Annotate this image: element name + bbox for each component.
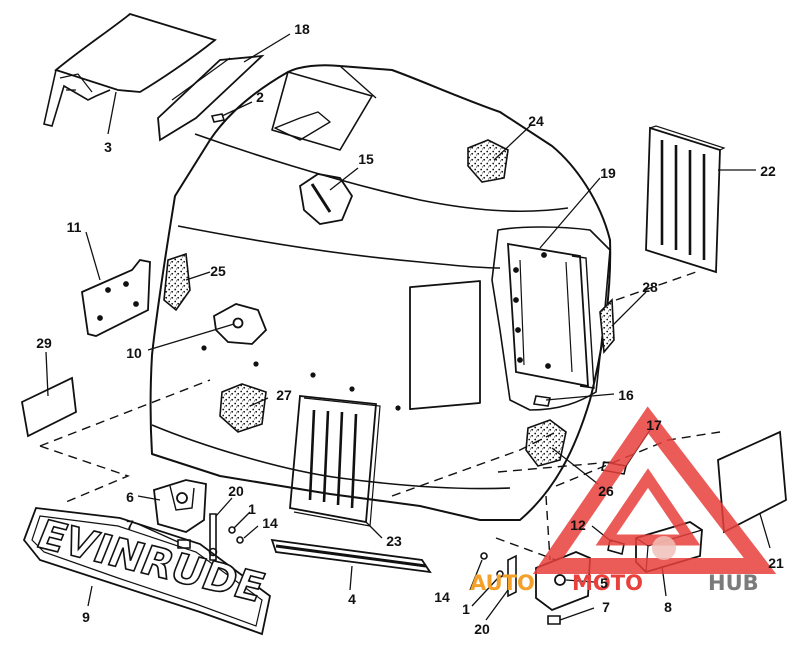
washer-14-right <box>480 552 488 560</box>
top-cap-3 <box>43 13 217 127</box>
watermark-moto: MOTO <box>572 571 643 595</box>
callout-26: 26 <box>598 483 614 499</box>
washer-1-left <box>228 526 236 534</box>
callout-22: 22 <box>760 163 776 179</box>
screw-2 <box>210 113 226 123</box>
callout-20-right: 20 <box>474 621 490 637</box>
decal-29 <box>20 376 77 438</box>
callout-4: 4 <box>348 591 356 607</box>
front-grille-23 <box>289 395 381 527</box>
hex-plate-10 <box>213 303 268 345</box>
callout-18: 18 <box>294 21 310 37</box>
callout-27: 27 <box>276 387 292 403</box>
watermark-triangle <box>532 406 777 574</box>
callout-17: 17 <box>646 417 662 433</box>
callout-8: 8 <box>664 599 672 615</box>
foam-pads <box>163 139 615 467</box>
callout-28: 28 <box>642 279 658 295</box>
callout-16: 16 <box>618 387 634 403</box>
rear-grille-22 <box>645 125 726 274</box>
side-grille-19 <box>507 242 595 389</box>
watermark: AUTO MOTO HUB <box>470 406 777 595</box>
callout-14-left: 14 <box>262 515 278 531</box>
strip-4 <box>270 538 432 574</box>
callout-29: 29 <box>36 335 52 351</box>
insert-18 <box>157 54 265 142</box>
pad-28 <box>599 298 615 354</box>
callout-1-left: 1 <box>248 501 256 517</box>
screw-7-left <box>177 539 191 549</box>
callout-25: 25 <box>210 263 226 279</box>
bracket-5 <box>535 551 591 612</box>
callout-20-left: 20 <box>228 483 244 499</box>
washer-14-left <box>236 536 244 544</box>
callout-6: 6 <box>126 489 134 505</box>
callout-7-left: 7 <box>126 517 134 533</box>
bolt-16 <box>533 395 551 407</box>
callout-15: 15 <box>358 151 374 167</box>
pad-25 <box>163 252 191 312</box>
pad-27 <box>219 383 267 433</box>
callout-9: 9 <box>82 609 90 625</box>
rod-20-left <box>209 513 217 561</box>
watermark-auto: AUTO <box>470 571 535 595</box>
pad-26 <box>525 419 567 467</box>
plate-11 <box>81 259 151 337</box>
callout-5: 5 <box>600 575 608 591</box>
pad-24 <box>467 139 509 183</box>
washer-1-right <box>496 570 504 578</box>
callout-24: 24 <box>528 113 544 129</box>
callout-19: 19 <box>600 165 616 181</box>
bracket-6 <box>153 479 207 533</box>
rod-20-right <box>507 554 517 598</box>
callout-11: 11 <box>67 219 82 235</box>
screw-7-right <box>547 615 561 625</box>
callout-21: 21 <box>768 555 784 571</box>
callout-7-right: 7 <box>602 599 610 615</box>
watermark-hub: HUB <box>708 571 759 595</box>
callout-14-right: 14 <box>434 589 450 605</box>
callout-2: 2 <box>256 89 264 105</box>
callout-3: 3 <box>104 139 112 155</box>
callout-1a: 1 <box>462 601 470 617</box>
hex-plate-15 <box>299 173 354 225</box>
engine-cover <box>149 64 612 521</box>
callout-10: 10 <box>126 345 142 361</box>
callouts: 1 1 2 3 4 5 6 7 7 8 9 10 11 12 14 14 15 … <box>36 21 784 637</box>
callout-12: 12 <box>570 517 586 533</box>
callout-23: 23 <box>386 533 402 549</box>
